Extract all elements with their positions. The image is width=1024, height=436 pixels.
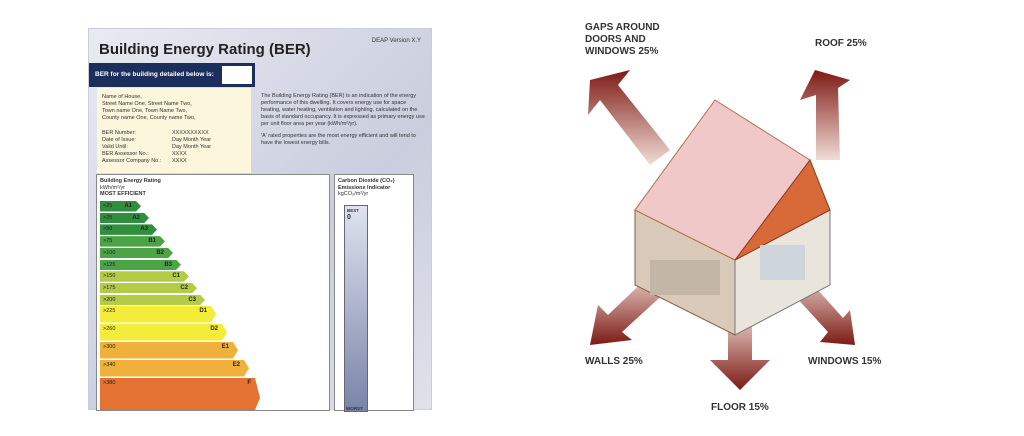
- label-floor: FLOOR 15%: [711, 402, 769, 413]
- band-grade: C1: [172, 273, 180, 280]
- house-gable: [734, 158, 831, 261]
- rating-band-c2: >175 C2: [100, 283, 197, 294]
- rating-band-b3: >125 B3: [100, 260, 181, 271]
- band-range: <25: [103, 203, 113, 209]
- detail-row: BER Number:XXXXXXXXXX: [102, 130, 209, 136]
- description: The Building Energy Rating (BER) is an i…: [261, 93, 426, 147]
- detail-row: BER Assessor No.:XXXX: [102, 151, 187, 157]
- band-grade: A2: [132, 214, 140, 221]
- band-grade: B2: [156, 249, 164, 256]
- band-range: >175: [103, 284, 116, 291]
- band-range: >200: [103, 296, 116, 303]
- ber-value-box: [222, 66, 252, 84]
- band-grade: D1: [199, 308, 207, 314]
- band-grade: A1: [124, 203, 132, 209]
- band-grade: E2: [232, 362, 240, 368]
- band-range: >100: [103, 249, 116, 256]
- house-room: [760, 245, 805, 280]
- rating-band-a3: >50 A3: [100, 224, 157, 235]
- ber-banner-text: BER for the building detailed below is:: [95, 71, 214, 78]
- band-grade: E1: [221, 344, 229, 350]
- rating-band-b2: >100 B2: [100, 248, 173, 259]
- band-range: >75: [103, 238, 113, 245]
- co2-gauge: BEST 0 WORST: [344, 205, 368, 412]
- address-line: Street Name One, Street Name Two,: [102, 101, 192, 107]
- rating-band-e2: >340 E2: [100, 360, 249, 377]
- detail-row: Assessor Company No.:XXXX: [102, 158, 187, 164]
- description-note: 'A' rated properties are the most energy…: [261, 133, 416, 146]
- band-grade: F: [247, 380, 251, 386]
- detail-row: Valid Until:Day Month Year: [102, 144, 212, 150]
- band-range: >50: [103, 226, 113, 233]
- band-grade: B3: [164, 261, 172, 268]
- band-grade: B1: [148, 238, 156, 245]
- ber-banner: BER for the building detailed below is:: [89, 63, 255, 87]
- co2-best: BEST: [347, 208, 360, 213]
- rating-band-c1: >150 C1: [100, 271, 189, 282]
- band-range: >25: [103, 214, 113, 221]
- rating-band-a2: >25 A2: [100, 213, 149, 224]
- rating-band-d1: >225 D1: [100, 306, 216, 323]
- house-illustration: [588, 70, 855, 390]
- arrow-gaps-icon: [588, 70, 670, 165]
- house-room: [650, 260, 720, 295]
- co2-zero: 0: [347, 214, 351, 221]
- co2-worst: WORST: [346, 406, 363, 411]
- rating-band-c3: >200 C3: [100, 295, 205, 306]
- rating-band-b1: >75 B1: [100, 236, 165, 247]
- address-line: Name of House,: [102, 94, 142, 100]
- band-range: >225: [103, 308, 116, 314]
- label-roof: ROOF 25%: [815, 38, 867, 49]
- band-range: >150: [103, 273, 116, 280]
- rating-band-e1: >300 E1: [100, 342, 238, 359]
- label-gaps: GAPS AROUND DOORS AND WINDOWS 25%: [585, 22, 660, 57]
- band-grade: A3: [140, 226, 148, 233]
- band-range: >300: [103, 344, 116, 350]
- certificate-title: Building Energy Rating (BER): [99, 41, 311, 58]
- rating-band-a1: <25 A1: [100, 201, 141, 212]
- address-line: Town name One, Town Name Two,: [102, 108, 188, 114]
- band-range: >380: [103, 380, 116, 386]
- band-range: >260: [103, 326, 116, 332]
- address-block: Name of House, Street Name One, Street N…: [97, 88, 251, 173]
- band-grade: C2: [180, 284, 188, 291]
- description-text: The Building Energy Rating (BER) is an i…: [261, 93, 425, 127]
- label-walls: WALLS 25%: [585, 356, 643, 367]
- band-grade: C3: [188, 296, 196, 303]
- rating-band-d2: >260 D2: [100, 324, 227, 341]
- band-grade: D2: [210, 326, 218, 332]
- band-range: >340: [103, 362, 116, 368]
- rating-band-f: >380 F: [100, 378, 260, 410]
- detail-row: Date of Issue:Day Month Year: [102, 137, 212, 143]
- band-range: >125: [103, 261, 116, 268]
- label-windows: WINDOWS 15%: [808, 356, 882, 367]
- address-line: County name One, County name Two,: [102, 115, 196, 121]
- arrow-roof-icon: [800, 70, 850, 160]
- deap-version: DEAP Version X.Y: [371, 38, 421, 44]
- arrow-floor-icon: [710, 310, 770, 390]
- ber-certificate: Building Energy Rating (BER) DEAP Versio…: [88, 28, 432, 412]
